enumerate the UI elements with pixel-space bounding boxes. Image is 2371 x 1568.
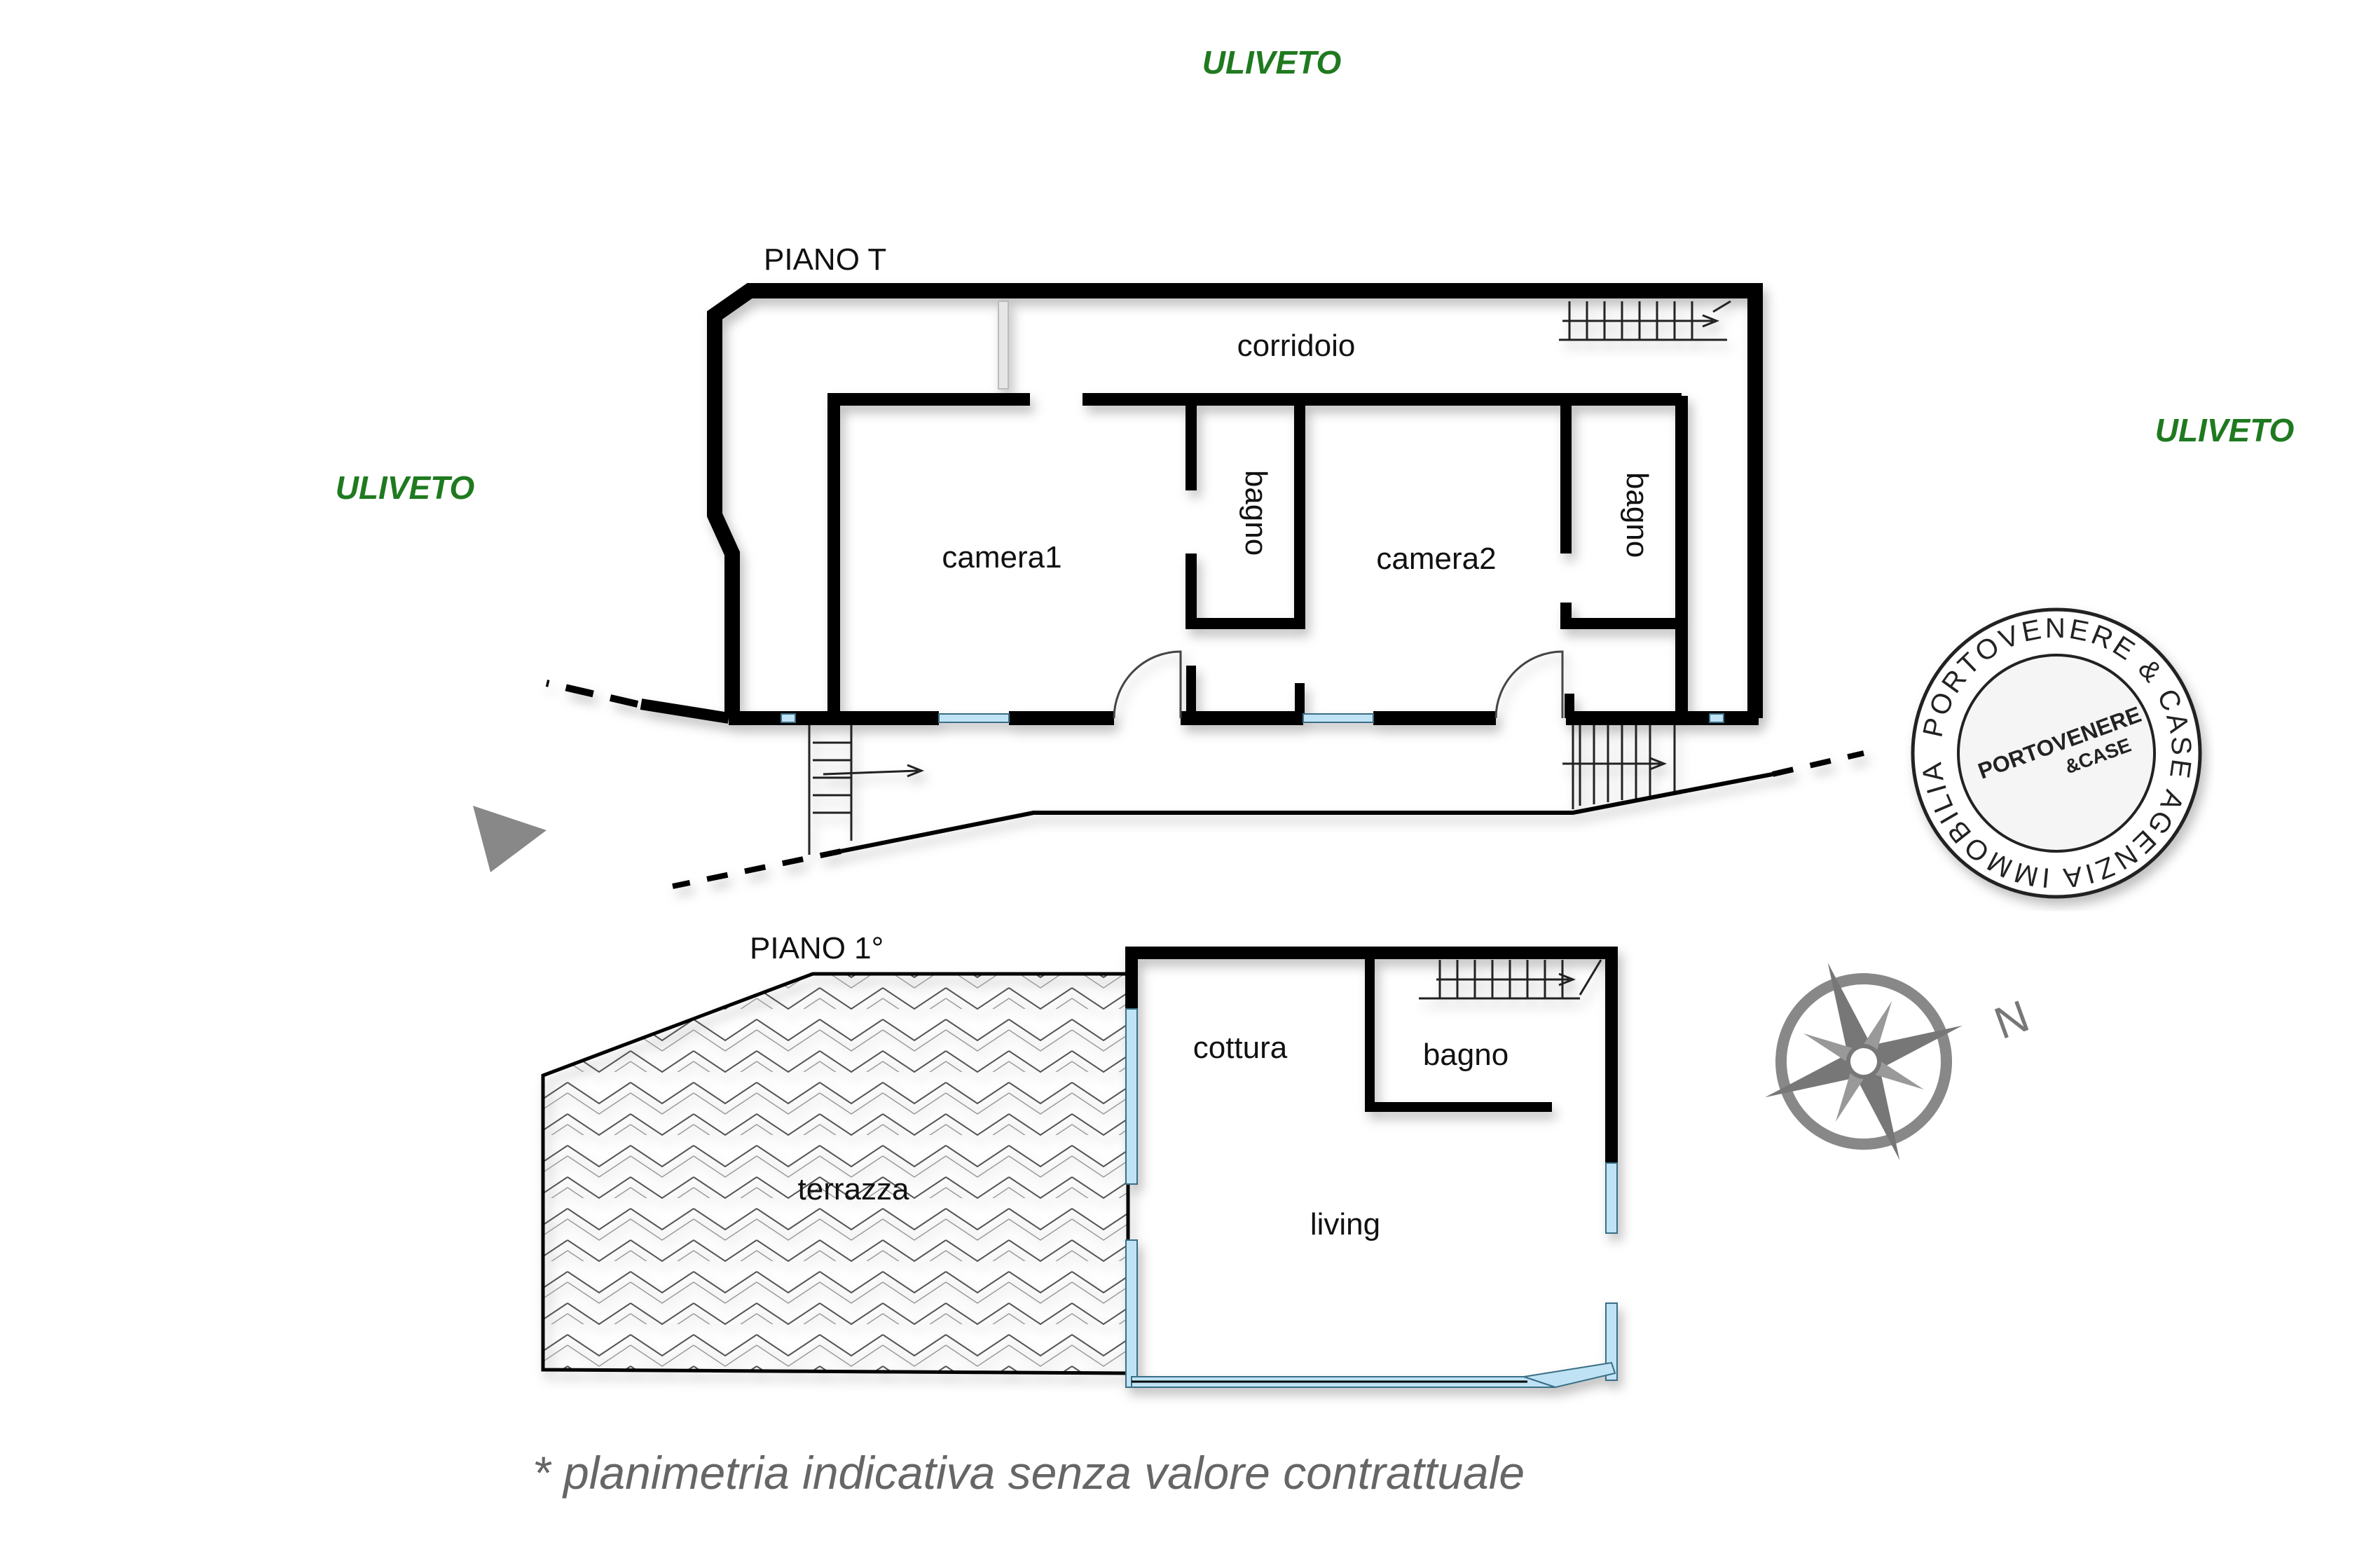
room-cottura: cottura [1193, 1031, 1288, 1065]
piano-1-title: PIANO 1° [750, 931, 884, 965]
uliveto-right-label: ULIVETO [2155, 412, 2295, 448]
room-terrazza: terrazza [798, 1172, 909, 1206]
room-bagno-1: bagno [1423, 1038, 1508, 1072]
room-camera1: camera1 [942, 540, 1061, 575]
room-living: living [1310, 1207, 1380, 1242]
disclaimer-text: * planimetria indicativa senza valore co… [532, 1447, 1525, 1499]
ground-floor [545, 283, 1864, 889]
first-floor [541, 947, 1618, 1389]
agency-stamp [1911, 607, 2202, 899]
stamp-ring-text: PORTOVENERE & CASE AGENZIA IMMOBILIARE [0, 0, 2194, 893]
room-bagno-t2: bagno [1620, 472, 1654, 558]
room-bagno-t1: bagno [1239, 470, 1273, 556]
compass-rose-icon [1765, 963, 1963, 1160]
uliveto-top-label: ULIVETO [1202, 44, 1342, 81]
uliveto-left-label: ULIVETO [336, 469, 475, 506]
entrance-arrow-icon [473, 806, 547, 872]
room-camera2: camera2 [1376, 542, 1496, 576]
north-label: N [1988, 990, 2035, 1048]
piano-t-title: PIANO T [764, 242, 886, 277]
room-corridoio: corridoio [1237, 329, 1356, 363]
